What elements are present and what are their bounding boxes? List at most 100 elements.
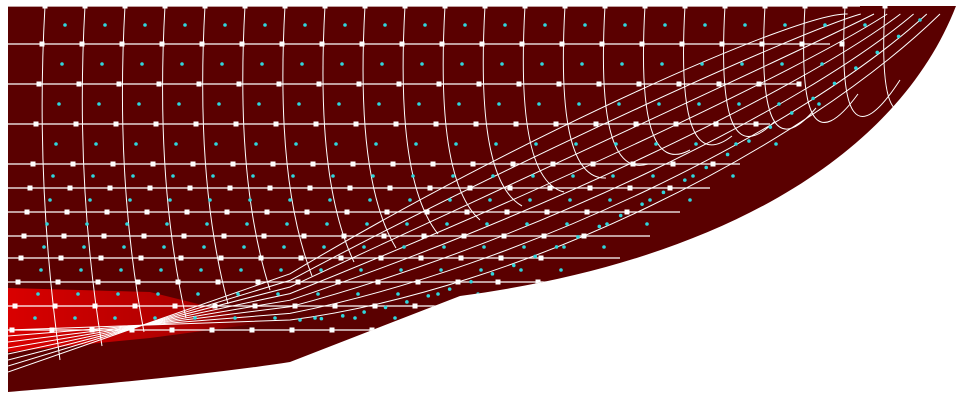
gauss-point [103, 23, 107, 27]
gauss-point [362, 310, 366, 314]
mesh-node [162, 6, 168, 9]
mesh-node [267, 185, 273, 191]
mesh-node [461, 233, 467, 239]
mesh-node [341, 233, 347, 239]
gauss-point [534, 142, 538, 146]
mesh-node [18, 255, 24, 261]
gauss-point [623, 23, 627, 27]
mesh-node [624, 209, 630, 215]
gauss-point [820, 62, 824, 66]
gauss-point [177, 102, 181, 106]
mesh-layer-line [8, 13, 848, 373]
mesh-node [42, 6, 48, 9]
mesh-node [498, 255, 504, 261]
mesh-node [98, 255, 104, 261]
mesh-node [596, 81, 602, 87]
gauss-point [519, 268, 523, 272]
mesh-node [719, 41, 725, 47]
gauss-point [447, 287, 452, 291]
mesh-node [181, 233, 187, 239]
gauss-point [485, 222, 489, 226]
mesh-node [119, 41, 125, 47]
gauss-point [602, 245, 606, 249]
gauss-point [113, 316, 117, 320]
gauss-point [377, 102, 381, 106]
gauss-point [143, 23, 147, 27]
gauss-point [540, 62, 544, 66]
mesh-node [153, 121, 159, 127]
mesh-node [802, 6, 808, 9]
mesh-node [839, 41, 845, 47]
gauss-point [408, 198, 412, 202]
mesh-node [249, 327, 255, 333]
mesh-node [442, 6, 448, 9]
gauss-point [116, 292, 120, 296]
gauss-point [918, 18, 922, 22]
mesh-node [449, 327, 455, 333]
gauss-point [356, 292, 360, 296]
gauss-point [576, 235, 580, 239]
mesh-node [79, 41, 85, 47]
gauss-point [777, 102, 781, 106]
gauss-point [285, 222, 289, 226]
gauss-point [300, 62, 304, 66]
mesh-node [233, 121, 239, 127]
gauss-point [316, 292, 320, 296]
mesh-node [338, 255, 344, 261]
gauss-point [417, 102, 421, 106]
mesh-node [436, 81, 442, 87]
mesh-node [138, 255, 144, 261]
mesh-node [298, 255, 304, 261]
mesh-node [316, 81, 322, 87]
mesh-layer-line [8, 13, 888, 355]
mesh-node [202, 6, 208, 9]
gauss-point [39, 268, 43, 272]
mesh-column-line [442, 6, 481, 221]
mesh-node [58, 255, 64, 261]
gauss-point [223, 23, 227, 27]
gauss-point [854, 66, 858, 70]
mesh-node [350, 161, 356, 167]
mesh-node [307, 185, 313, 191]
gauss-point [165, 222, 169, 226]
mesh-node [344, 209, 350, 215]
mesh-node [9, 327, 15, 333]
gauss-point [36, 292, 40, 296]
mesh-node [39, 41, 45, 47]
gauss-point [574, 142, 578, 146]
mesh-node [479, 41, 485, 47]
mesh-node [372, 303, 378, 309]
mesh-node [30, 161, 36, 167]
mesh-node [67, 185, 73, 191]
gauss-point [511, 263, 516, 268]
gauss-point [319, 268, 323, 272]
mesh-node [553, 121, 559, 127]
gauss-point [340, 62, 344, 66]
mesh-node [676, 81, 682, 87]
mesh-node [89, 327, 95, 333]
mesh-node [104, 209, 110, 215]
gauss-point [365, 222, 369, 226]
gauss-point [325, 222, 329, 226]
gauss-point [383, 305, 388, 310]
mesh-node [132, 303, 138, 309]
mesh-node [418, 255, 424, 261]
gauss-point [783, 23, 787, 27]
gauss-point [51, 174, 55, 178]
gauss-point [525, 222, 529, 226]
mesh-node [116, 81, 122, 87]
mesh-node [313, 121, 319, 127]
mesh-node [193, 121, 199, 127]
gauss-point [580, 62, 584, 66]
mesh-node [387, 185, 393, 191]
gauss-point [491, 174, 495, 178]
mesh-node [753, 121, 759, 127]
mesh-node [242, 6, 248, 9]
mesh-node [301, 233, 307, 239]
mesh-node [381, 233, 387, 239]
gauss-point [451, 174, 455, 178]
gauss-point [131, 174, 135, 178]
gauss-point [445, 222, 449, 226]
mesh-column-line [242, 6, 271, 291]
